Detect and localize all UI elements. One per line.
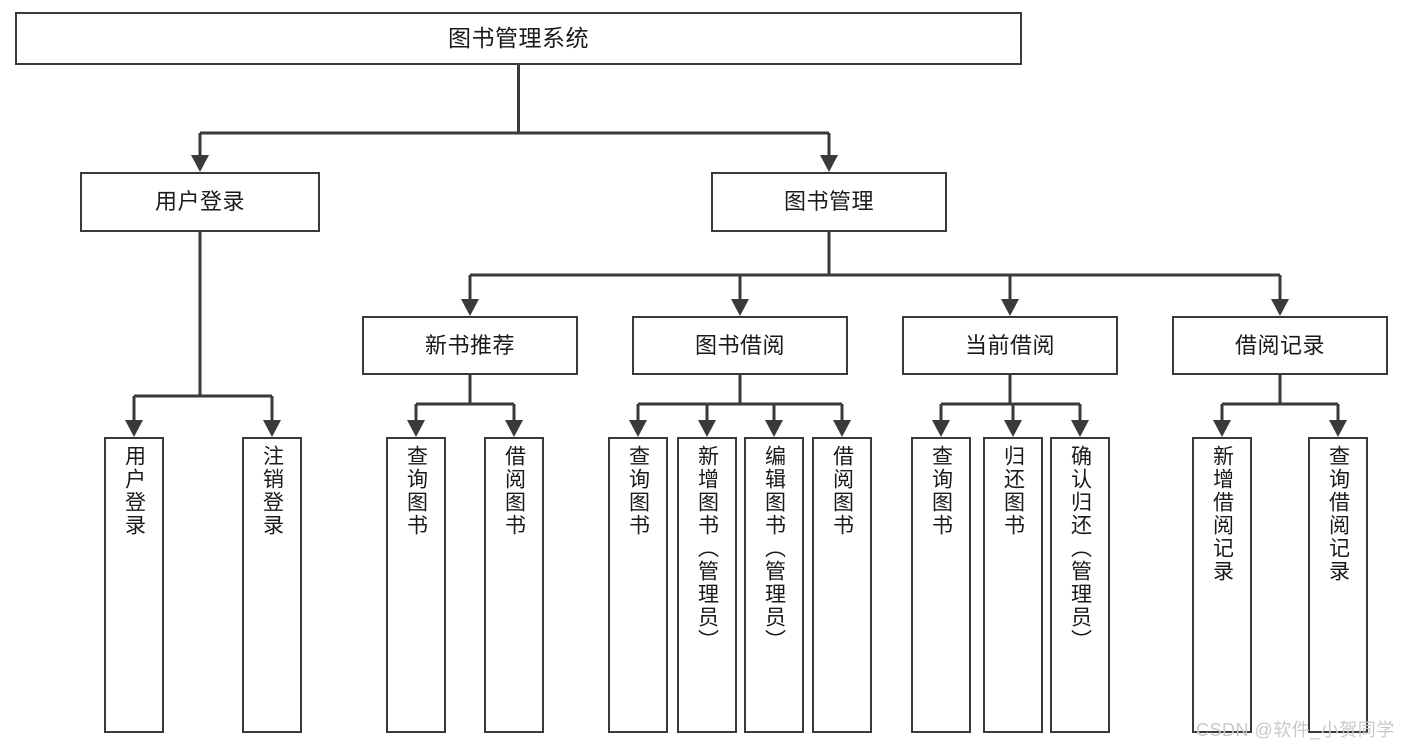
node-borrow[interactable]: 图书借阅	[632, 316, 848, 375]
node-label: 确认归还（管理员）	[1068, 445, 1092, 652]
node-login[interactable]: 用户登录	[80, 172, 320, 232]
node-bookmgmt[interactable]: 图书管理	[711, 172, 947, 232]
node-leaf-bw-add[interactable]: 新增图书（管理员）	[677, 437, 737, 733]
node-label: 新增图书（管理员）	[695, 445, 719, 652]
arrowhead	[765, 420, 783, 437]
node-label: 新书推荐	[424, 332, 515, 358]
node-leaf-bw-borrow[interactable]: 借阅图书	[812, 437, 872, 733]
node-label: 当前借阅	[964, 332, 1055, 358]
node-label: 新增借阅记录	[1210, 445, 1234, 583]
node-leaf-user-logout[interactable]: 注销登录	[242, 437, 302, 733]
arrowhead	[629, 420, 647, 437]
node-label: 查询图书	[404, 445, 428, 537]
node-label: 借阅图书	[830, 445, 854, 537]
node-label: 查询图书	[929, 445, 953, 537]
arrowhead	[263, 420, 281, 437]
node-label: 查询借阅记录	[1326, 445, 1350, 583]
arrowhead	[833, 420, 851, 437]
node-label: 注销登录	[260, 445, 284, 537]
node-leaf-bw-query[interactable]: 查询图书	[608, 437, 668, 733]
arrowhead	[932, 420, 950, 437]
node-leaf-cur-confirm[interactable]: 确认归还（管理员）	[1050, 437, 1110, 733]
arrowhead	[125, 420, 143, 437]
arrowhead	[505, 420, 523, 437]
node-label: 图书借阅	[694, 332, 785, 358]
arrowhead	[698, 420, 716, 437]
node-leaf-nb-query[interactable]: 查询图书	[386, 437, 446, 733]
arrowhead	[407, 420, 425, 437]
arrowhead	[1271, 299, 1289, 316]
node-leaf-cur-return[interactable]: 归还图书	[983, 437, 1043, 733]
arrowhead	[731, 299, 749, 316]
node-records[interactable]: 借阅记录	[1172, 316, 1388, 375]
node-label: 借阅记录	[1234, 332, 1325, 358]
arrowhead	[1071, 420, 1089, 437]
node-label: 查询图书	[626, 445, 650, 537]
node-leaf-rec-add[interactable]: 新增借阅记录	[1192, 437, 1252, 733]
node-leaf-cur-query[interactable]: 查询图书	[911, 437, 971, 733]
node-leaf-bw-edit[interactable]: 编辑图书（管理员）	[744, 437, 804, 733]
arrowhead	[820, 155, 838, 172]
node-label: 图书管理系统	[448, 24, 589, 51]
node-leaf-user-login[interactable]: 用户登录	[104, 437, 164, 733]
node-label: 图书管理	[783, 189, 874, 215]
arrowhead	[1001, 299, 1019, 316]
node-root[interactable]: 图书管理系统	[15, 12, 1022, 65]
node-label: 归还图书	[1001, 445, 1025, 537]
node-label: 用户登录	[122, 445, 146, 537]
arrowhead	[461, 299, 479, 316]
node-leaf-rec-query[interactable]: 查询借阅记录	[1308, 437, 1368, 733]
arrowhead	[1004, 420, 1022, 437]
node-newbook[interactable]: 新书推荐	[362, 316, 578, 375]
node-current[interactable]: 当前借阅	[902, 316, 1118, 375]
node-leaf-nb-borrow[interactable]: 借阅图书	[484, 437, 544, 733]
node-label: 借阅图书	[502, 445, 526, 537]
node-label: 用户登录	[154, 189, 245, 215]
arrowhead	[1213, 420, 1231, 437]
arrowhead	[191, 155, 209, 172]
node-label: 编辑图书（管理员）	[762, 445, 786, 652]
arrowhead	[1329, 420, 1347, 437]
